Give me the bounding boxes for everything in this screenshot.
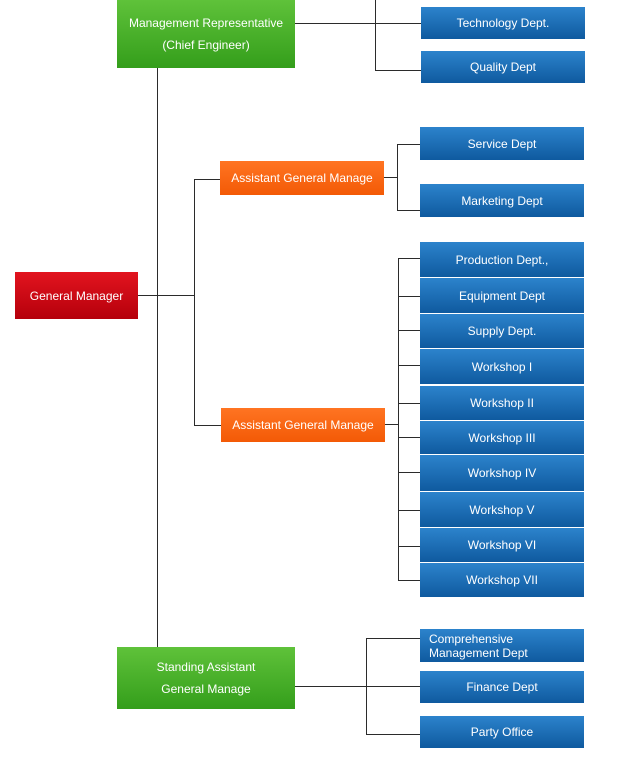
workshop-ii-label: Workshop II <box>470 396 534 410</box>
workshop-iii-box: Workshop III <box>420 421 584 455</box>
supply-dept-label: Supply Dept. <box>467 324 537 338</box>
supply-dept-box: Supply Dept. <box>420 314 584 349</box>
finance-dept-box: Finance Dept <box>420 671 584 704</box>
quality-dept-label: Quality Dept <box>469 60 537 74</box>
connector-line <box>398 296 420 297</box>
service-dept-label: Service Dept <box>467 136 537 151</box>
connector-line <box>194 179 220 180</box>
connector-line <box>397 144 398 211</box>
connector-line <box>295 686 421 687</box>
assistant-general-manager-b-box: Assistant General Manage <box>221 408 385 442</box>
connector-line <box>398 437 420 438</box>
connector-line <box>375 0 376 71</box>
connector-line <box>295 23 421 24</box>
connector-line <box>366 638 367 735</box>
connector-line <box>398 258 399 581</box>
marketing-dept-box: Marketing Dept <box>420 184 584 218</box>
workshop-vii-box: Workshop VII <box>420 563 584 598</box>
marketing-dept-label: Marketing Dept <box>461 193 543 208</box>
assistant-general-manager-a-label: Assistant General Manage <box>231 171 373 185</box>
connector-line <box>138 295 195 296</box>
workshop-iv-label: Workshop IV <box>467 466 537 480</box>
connector-line <box>194 425 221 426</box>
workshop-vi-box: Workshop VI <box>420 528 584 563</box>
general-manager-label: General Manager <box>29 288 124 303</box>
standing-assistant-gm-box: Standing Assistant General Manage <box>117 647 295 709</box>
connector-line <box>398 472 420 473</box>
workshop-iii-label: Workshop III <box>468 430 536 445</box>
production-dept-box: Production Dept., <box>420 242 584 278</box>
management-representative-label: Management Representative <box>128 16 284 30</box>
workshop-v-box: Workshop V <box>420 492 584 528</box>
workshop-ii-box: Workshop II <box>420 386 584 421</box>
connector-line <box>384 177 398 178</box>
service-dept-box: Service Dept <box>420 127 584 161</box>
connector-line <box>398 580 420 581</box>
comprehensive-management-dept-box: Comprehensive Management Dept <box>420 629 584 663</box>
connector-line <box>398 403 420 404</box>
connector-line <box>366 638 421 639</box>
connector-line <box>385 424 399 425</box>
general-manage-label: General Manage <box>161 682 251 696</box>
workshop-i-label: Workshop I <box>471 359 533 374</box>
technology-dept-box: Technology Dept. <box>421 7 585 40</box>
assistant-general-manager-b-label: Assistant General Manage <box>232 418 374 432</box>
connector-line <box>397 210 420 211</box>
production-dept-label: Production Dept., <box>455 252 549 267</box>
quality-dept-box: Quality Dept <box>421 51 585 84</box>
workshop-vi-label: Workshop VI <box>467 538 537 552</box>
equipment-dept-label: Equipment Dept <box>458 288 546 303</box>
connector-line <box>194 179 195 426</box>
connector-line <box>366 734 421 735</box>
technology-dept-label: Technology Dept. <box>456 16 550 30</box>
connector-line <box>398 546 420 547</box>
management-dept-label: Management Dept <box>429 645 528 660</box>
general-manager-box: General Manager <box>15 272 138 319</box>
connector-line <box>398 258 420 259</box>
workshop-iv-box: Workshop IV <box>420 455 584 492</box>
connector-line <box>398 330 420 331</box>
workshop-i-box: Workshop I <box>420 349 584 385</box>
connector-line <box>397 144 420 145</box>
equipment-dept-box: Equipment Dept <box>420 278 584 314</box>
standing-assistant-label: Standing Assistant <box>156 660 256 674</box>
connector-line <box>375 70 421 71</box>
connector-line <box>398 510 420 511</box>
workshop-vii-label: Workshop VII <box>466 573 538 587</box>
management-representative-box: Management Representative (Chief Enginee… <box>117 0 295 68</box>
comprehensive-label: Comprehensive <box>429 631 514 646</box>
finance-dept-label: Finance Dept <box>466 680 538 694</box>
assistant-general-manager-a-box: Assistant General Manage <box>220 161 384 195</box>
party-office-label: Party Office <box>470 725 534 739</box>
party-office-box: Party Office <box>420 716 584 749</box>
workshop-v-label: Workshop V <box>469 502 535 517</box>
chief-engineer-label: (Chief Engineer) <box>162 38 250 52</box>
connector-line <box>157 68 158 648</box>
connector-line <box>398 365 420 366</box>
